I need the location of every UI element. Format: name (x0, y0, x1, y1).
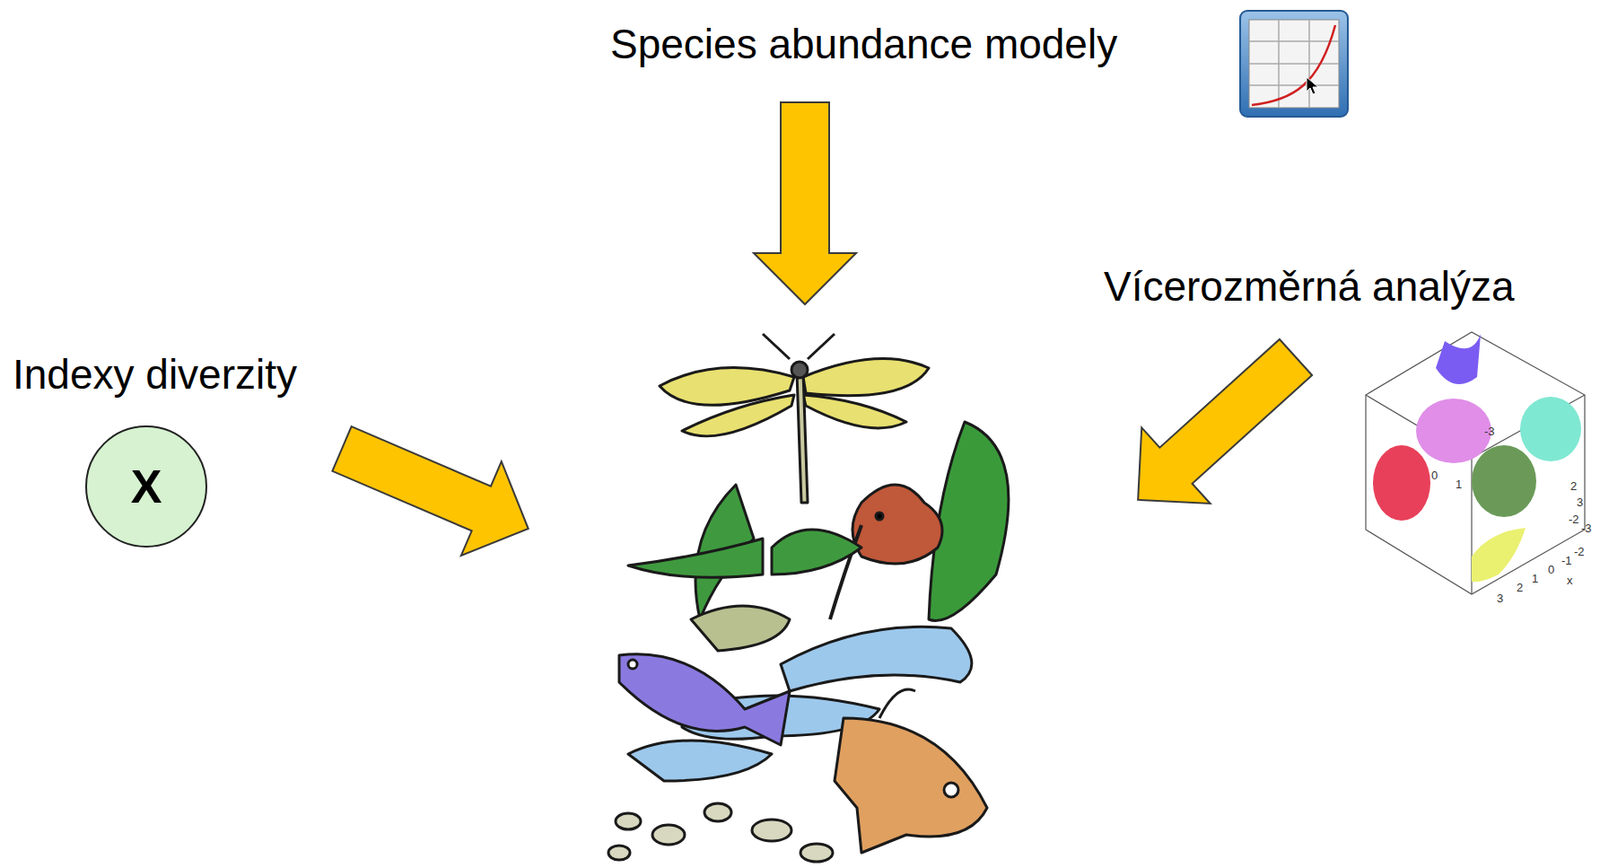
axis-tick: 3 (1576, 496, 1583, 509)
axis-tick: -3 (1484, 425, 1496, 438)
nature-illustration (608, 333, 1009, 862)
axis-tick: 3 (1496, 592, 1504, 605)
node-text: X (131, 459, 163, 514)
graph-icon (1240, 10, 1348, 117)
axis-tick: 1 (1531, 572, 1539, 586)
axis-tick: 0 (1547, 563, 1555, 577)
axis-tick: 2 (1570, 480, 1577, 493)
heading-label: Species abundance modely (610, 21, 1118, 68)
axis-tick: -2 (1573, 545, 1585, 559)
arrow (753, 102, 857, 305)
circle-node: X (85, 425, 208, 548)
heading-label: Vícerozměrná analýza (1103, 263, 1515, 310)
axis-tick: 0 (1431, 469, 1438, 482)
axis-tick: 2 (1516, 581, 1523, 595)
axis-tick: 1 (1455, 478, 1462, 491)
axis-tick: -2 (1568, 513, 1580, 526)
3d-plot (1365, 332, 1585, 595)
heading-label: Indexy diverzity (12, 351, 298, 398)
arrow (322, 402, 550, 577)
arrow (1103, 319, 1330, 538)
axis-tick: -3 (1581, 522, 1592, 535)
axis-tick: x (1566, 574, 1574, 587)
axis-tick: -1 (1561, 554, 1573, 568)
